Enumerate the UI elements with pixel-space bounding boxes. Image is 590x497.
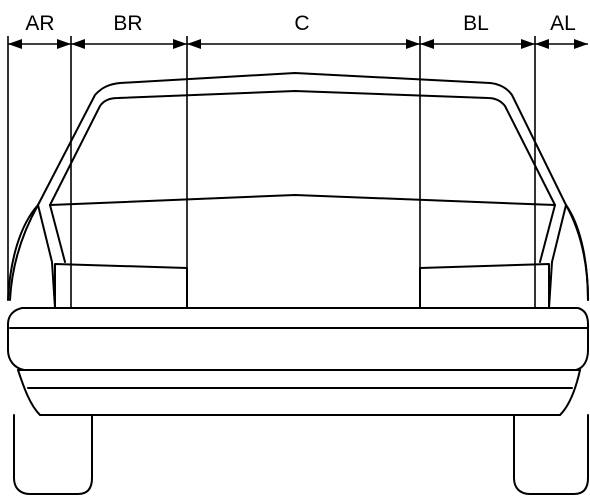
dimension-line xyxy=(8,39,588,49)
arrowhead-c-right xyxy=(406,39,420,49)
arrowhead-ar-left xyxy=(8,39,22,49)
arrowhead-bl-right xyxy=(521,39,535,49)
arrowhead-al-right xyxy=(574,39,588,49)
car-body xyxy=(7,72,589,309)
right-tail-lamp xyxy=(419,263,550,309)
zone-labels: AR BR C BL AL xyxy=(25,12,575,35)
left-pillar-inner-2 xyxy=(49,204,66,263)
left-pillar-inner xyxy=(37,204,56,309)
arrowhead-br-left xyxy=(71,39,85,49)
right-tire xyxy=(513,414,589,495)
wheels xyxy=(13,414,589,495)
left-body-side xyxy=(9,204,39,301)
zone-label-br: BR xyxy=(113,12,142,35)
rear-window-outline xyxy=(49,90,556,206)
arrowhead-c-left xyxy=(187,39,201,49)
rear-bumper xyxy=(7,307,589,371)
valance-outline xyxy=(17,369,581,416)
trunk-crease-line xyxy=(49,194,556,206)
zone-boundaries xyxy=(7,36,536,308)
bumper-outline xyxy=(7,307,589,371)
zone-label-al: AL xyxy=(550,12,576,35)
arrowhead-al-left xyxy=(535,39,549,49)
arrowhead-bl-left xyxy=(420,39,434,49)
left-tail-lamp xyxy=(54,263,188,309)
right-body-side xyxy=(565,204,589,301)
zone-label-c: C xyxy=(294,12,309,35)
tail-lamps xyxy=(54,263,550,309)
left-tire xyxy=(13,414,93,495)
lower-valance xyxy=(17,369,581,416)
right-pillar-inner-2 xyxy=(539,204,556,263)
zone-label-bl: BL xyxy=(463,12,489,35)
zone-label-ar: AR xyxy=(25,12,54,35)
arrowhead-br-right xyxy=(173,39,187,49)
arrowhead-ar-right xyxy=(57,39,71,49)
